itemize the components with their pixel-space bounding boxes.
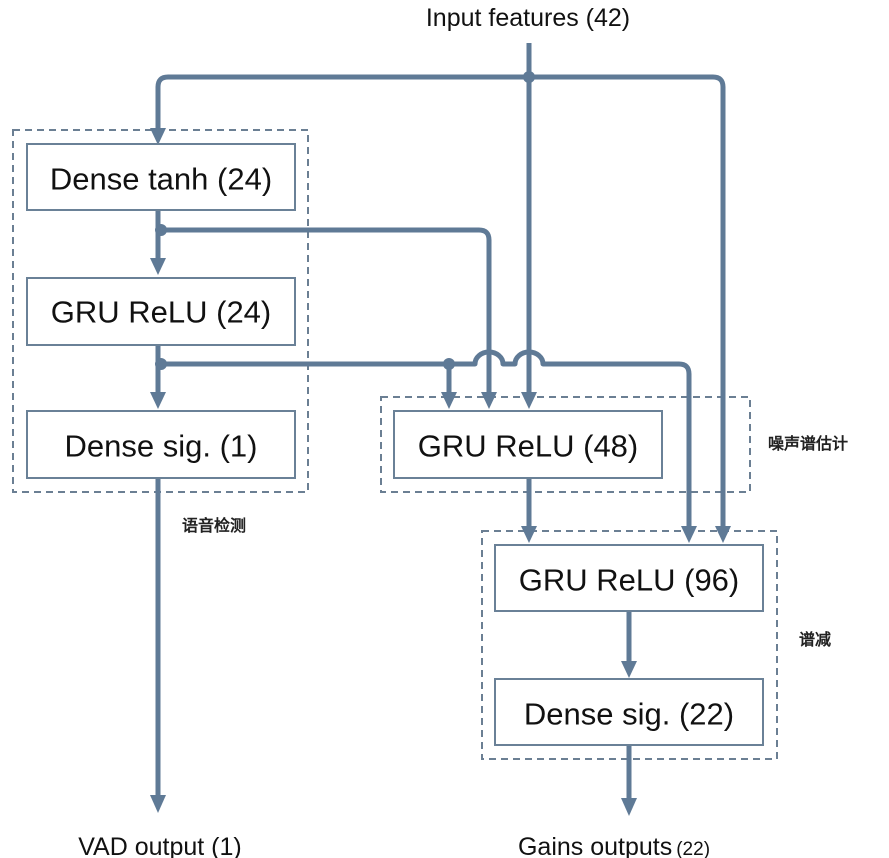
- junction-dot: [443, 358, 455, 370]
- layer-dense-sig-1: Dense sig. (1): [26, 410, 296, 479]
- junction-dot: [155, 358, 167, 370]
- arrow-head: [621, 661, 637, 678]
- group-noise-label: 噪声谱估计: [768, 434, 848, 453]
- gains-output-count: (22): [676, 839, 710, 858]
- gains-output-main: Gains outputs: [518, 833, 672, 858]
- layer-label: GRU ReLU (48): [418, 429, 639, 464]
- layer-gru-relu-48: GRU ReLU (48): [393, 410, 663, 479]
- junction-dot: [523, 71, 535, 83]
- junction-dot: [155, 224, 167, 236]
- layer-label: Dense sig. (1): [65, 429, 258, 464]
- arrow-head: [621, 798, 637, 816]
- arrow-head: [481, 392, 497, 409]
- layer-label: Dense tanh (24): [50, 162, 272, 197]
- layer-label: GRU ReLU (96): [519, 563, 740, 598]
- arrow-head: [521, 526, 537, 543]
- wire-gru24-to-gru96: [158, 349, 692, 530]
- wire-input-to-gru96: [529, 74, 726, 530]
- group-denoise-label: 谱减: [799, 630, 831, 649]
- gains-output-label: Gains outputs(22): [518, 833, 710, 858]
- wire-dense-tanh-to-gru48: [158, 227, 492, 398]
- group-noise-outline: [380, 396, 751, 493]
- arrow-head: [715, 526, 731, 543]
- arrow-head: [150, 128, 166, 145]
- layer-label: Dense sig. (22): [524, 697, 734, 732]
- layer-label: GRU ReLU (24): [51, 295, 272, 330]
- layer-gru-relu-96: GRU ReLU (96): [494, 544, 764, 612]
- arrow-head: [150, 258, 166, 275]
- arrow-head: [681, 526, 697, 543]
- layer-gru-relu-24: GRU ReLU (24): [26, 277, 296, 346]
- arrow-head: [441, 392, 457, 409]
- group-denoise-outline: [481, 530, 778, 760]
- wire-input-to-dense-tanh: [155, 74, 529, 130]
- input-features-label: Input features (42): [426, 4, 630, 32]
- group-vad-label: 语音检测: [182, 516, 246, 535]
- arrow-head: [150, 392, 166, 409]
- arrow-head: [521, 392, 537, 409]
- vad-output-label: VAD output (1): [78, 833, 242, 858]
- arrow-head: [150, 795, 166, 813]
- layer-dense-tanh: Dense tanh (24): [26, 143, 296, 211]
- layer-dense-sig-22: Dense sig. (22): [494, 678, 764, 746]
